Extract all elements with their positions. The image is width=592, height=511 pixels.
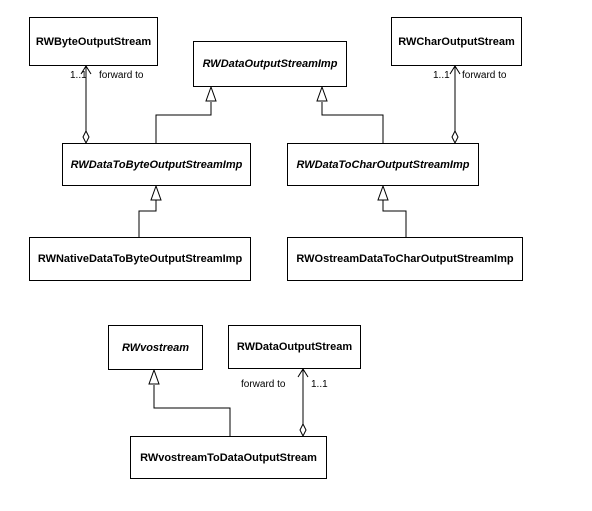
forward-to-label-right: forward to [462,70,507,81]
assoc-arrow-right [449,65,461,75]
inherit-line-ostream-to-char [382,200,407,237]
inherit-line-vostream [153,385,231,436]
aggregation-diamond-left [82,129,90,145]
forward-to-label-bottom: forward to [241,379,286,390]
inherit-arrow-data-to-byte [205,85,217,102]
inherit-line-data-to-byte [155,102,212,157]
inherit-arrow-data-to-char [316,85,328,102]
inherit-line-data-to-char [321,102,384,157]
forward-to-label-left: forward to [99,70,144,81]
multiplicity-bottom: 1..1 [311,379,328,390]
class-rwdataoutputstream: RWDataOutputStream [228,325,361,369]
class-rwdatatocharoutputstreamimp: RWDataToCharOutputStreamImp [287,143,479,186]
inherit-arrow-ostream-to-char [377,184,389,201]
multiplicity-right: 1..1 [433,70,450,81]
inherit-arrow-vostream [148,368,160,385]
assoc-arrow-left [80,65,92,75]
class-rwdatatobyteoutputstreamimp: RWDataToByteOutputStreamImp [62,143,251,186]
class-rwvostreamtodataoutputstream: RWvostreamToDataOutputStream [130,436,327,479]
class-rwdataoutputstreamimp: RWDataOutputStreamImp [193,41,347,87]
class-rwnativedatatobyteoutputstreamimp: RWNativeDataToByteOutputStreamImp [29,237,251,281]
class-rwostreamdatatocharoutputstreamimp: RWOstreamDataToCharOutputStreamImp [287,237,523,281]
class-rwcharoutputstream: RWCharOutputStream [391,17,522,66]
inherit-arrow-native-to-byte [150,184,162,201]
assoc-arrow-bottom [297,368,309,378]
multiplicity-left: 1..1 [70,70,87,81]
class-rwvostream: RWvostream [108,325,203,370]
inherit-line-native-to-byte [138,200,157,237]
class-rwbyteoutputstream: RWByteOutputStream [29,17,158,66]
aggregation-diamond-right [451,129,459,145]
aggregation-diamond-bottom [299,422,307,438]
